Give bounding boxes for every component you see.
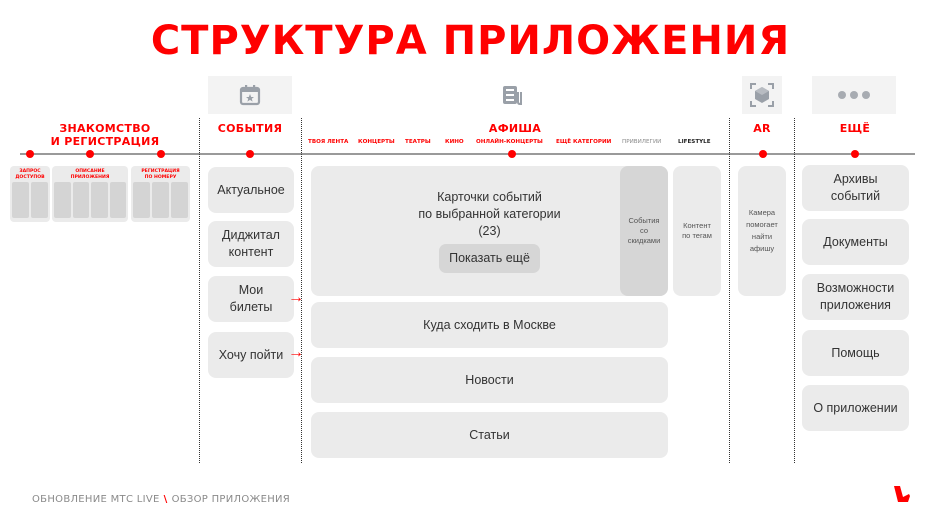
event-count: (23) <box>478 224 501 238</box>
show-more-button[interactable]: Показать ещё <box>439 244 540 273</box>
onboarding-label: ОПИСАНИЕ ПРИЛОЖЕНИЯ <box>70 169 110 180</box>
brand-logo-icon <box>894 486 910 502</box>
timeline-dot <box>759 150 767 158</box>
afisha-articles[interactable]: Статьи <box>311 412 668 458</box>
screen-slot <box>91 182 108 218</box>
onboarding-phone-registration[interactable]: РЕГИСТРАЦИЯ ПО НОМЕРУ <box>131 166 190 222</box>
events-item-actual[interactable]: Актуальное <box>208 167 294 213</box>
tab-concerts[interactable]: КОНЦЕРТЫ <box>358 139 395 145</box>
section-divider <box>199 118 200 463</box>
section-title-ar: AR <box>753 122 771 135</box>
afisha-content-by-tags[interactable]: Контент по тегам <box>673 166 721 296</box>
timeline-dot <box>157 150 165 158</box>
afisha-icon-box <box>490 76 534 114</box>
afisha-where-to-go[interactable]: Куда сходить в Москве <box>311 302 668 348</box>
screen-slot <box>31 182 48 218</box>
onboarding-label: ЗАПРОС ДОСТУПОВ <box>15 169 45 180</box>
newspaper-icon <box>503 86 522 105</box>
section-divider <box>729 118 730 463</box>
screen-slot <box>72 182 89 218</box>
section-title-events: СОБЫТИЯ <box>217 122 283 135</box>
calendar-star-icon <box>239 85 261 106</box>
page-title: СТРУКТУРА ПРИЛОЖЕНИЯ <box>150 18 791 64</box>
tab-cinema[interactable]: КИНО <box>445 139 464 145</box>
afisha-discounts[interactable]: События со скидками <box>620 166 668 296</box>
footer: ОБНОВЛЕНИЕ МТС LIVE\ОБЗОР ПРИЛОЖЕНИЯ <box>32 494 290 505</box>
tab-online-concerts[interactable]: ОНЛАЙН-КОНЦЕРТЫ <box>476 139 543 145</box>
footer-left: ОБНОВЛЕНИЕ МТС LIVE <box>32 494 160 505</box>
timeline-dot <box>508 150 516 158</box>
timeline-line <box>20 153 915 155</box>
tab-privileges[interactable]: ПРИВИЛЕГИИ <box>622 139 662 145</box>
timeline-dot <box>26 150 34 158</box>
timeline-dot <box>246 150 254 158</box>
tab-tvoya-lenta[interactable]: ТВОЯ ЛЕНТА <box>308 139 349 145</box>
onboarding-app-description[interactable]: ОПИСАНИЕ ПРИЛОЖЕНИЯ <box>52 166 128 222</box>
more-item-documents[interactable]: Документы <box>802 219 909 265</box>
section-divider <box>794 118 795 463</box>
events-icon-box <box>208 76 292 114</box>
card-text: Карточки событий <box>437 190 542 204</box>
arrow-right-icon: → <box>288 289 304 306</box>
onboarding-label: РЕГИСТРАЦИЯ ПО НОМЕРУ <box>141 169 180 180</box>
section-title-line: ЗНАКОМСТВО <box>59 122 151 135</box>
events-item-want-to-go[interactable]: Хочу пойти <box>208 332 294 378</box>
card-text: по выбранной категории <box>418 207 561 221</box>
more-dots-icon <box>838 91 870 99</box>
section-title-more: ЕЩЁ <box>839 122 871 135</box>
tab-more-categories[interactable]: ЕЩЁ КАТЕГОРИИ <box>556 139 612 145</box>
section-title-line: И РЕГИСТРАЦИЯ <box>50 135 160 148</box>
screen-slot <box>54 182 71 218</box>
onboarding-access-request[interactable]: ЗАПРОС ДОСТУПОВ <box>10 166 50 222</box>
screen-slot <box>12 182 29 218</box>
ar-icon-box <box>742 76 782 114</box>
section-divider <box>301 118 302 463</box>
more-item-help[interactable]: Помощь <box>802 330 909 376</box>
afisha-event-cards[interactable]: Карточки событий по выбранной категории … <box>311 166 668 296</box>
screen-slot <box>152 182 169 218</box>
ar-camera-card[interactable]: Камера помогает найти афишу <box>738 166 786 296</box>
tab-lifestyle[interactable]: LIFESTYLE <box>678 139 711 145</box>
tab-theaters[interactable]: ТЕАТРЫ <box>405 139 431 145</box>
slash-separator-icon: \ <box>163 494 168 505</box>
timeline-dot <box>851 150 859 158</box>
ar-cube-scan-icon <box>750 83 774 107</box>
footer-right: ОБЗОР ПРИЛОЖЕНИЯ <box>171 494 291 505</box>
section-title-afisha: АФИША <box>488 122 542 135</box>
section-title-onboarding: ЗНАКОМСТВО И РЕГИСТРАЦИЯ <box>30 122 180 148</box>
screen-slot <box>133 182 150 218</box>
more-icon-box <box>812 76 896 114</box>
timeline-dot <box>86 150 94 158</box>
afisha-news[interactable]: Новости <box>311 357 668 403</box>
arrow-right-icon: → <box>288 344 304 361</box>
more-item-about[interactable]: О приложении <box>802 385 909 431</box>
screen-slot <box>109 182 126 218</box>
screen-slot <box>171 182 188 218</box>
